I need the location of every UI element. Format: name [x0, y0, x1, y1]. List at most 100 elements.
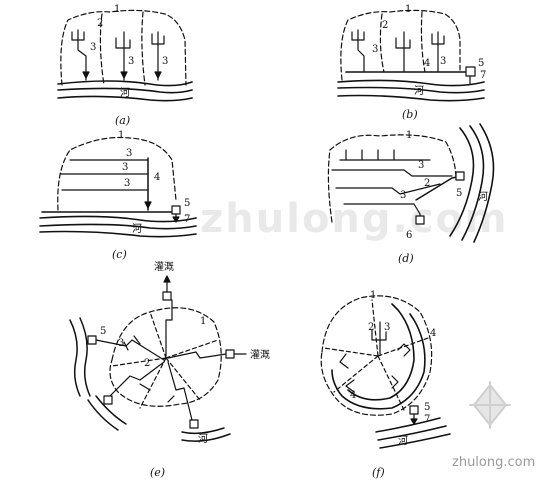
- sewer-branch: [151, 31, 165, 81]
- sewer-branch: [431, 31, 445, 73]
- panel-d: 河 1 3 3 2 5 6 (d): [327, 123, 495, 265]
- flow-arrow: [144, 201, 152, 209]
- sewer-branch: [71, 29, 90, 81]
- number-label: 2: [144, 358, 150, 369]
- catchment-boundary: [320, 295, 433, 416]
- number-label: 3: [128, 56, 134, 67]
- number-label: 5: [478, 58, 484, 69]
- river: [57, 80, 193, 102]
- treatment-plant: [455, 171, 465, 181]
- river-label: 河: [398, 435, 408, 447]
- number-label: 3: [440, 56, 446, 67]
- panel-f: 河 1 2 3 4 4 5 7 (f): [320, 290, 451, 479]
- river-label: 河: [198, 433, 208, 445]
- catchment-boundary: [109, 307, 222, 407]
- number-label: 5: [184, 198, 190, 209]
- radial-sewer: [103, 361, 165, 405]
- number-label: 3: [124, 178, 130, 189]
- divide-line: [111, 311, 219, 409]
- number-label: 2: [97, 18, 103, 29]
- number-label: 1: [405, 4, 411, 15]
- number-label: 3: [162, 56, 168, 67]
- number-label: 3: [126, 148, 132, 159]
- pump-station: [415, 215, 425, 225]
- number-label: 4: [154, 172, 160, 183]
- river-label: 河: [120, 87, 130, 99]
- number-label: 2: [368, 322, 374, 333]
- river: [375, 417, 451, 449]
- trunk-sewer: [335, 183, 441, 195]
- panel-e: 河 灌溉 灌溉 1 2 3 5 (e): [69, 260, 270, 479]
- number-label: 1: [118, 130, 124, 141]
- sewer-branch: [115, 31, 131, 81]
- panel-caption: (b): [402, 108, 418, 121]
- number-label: 7: [184, 214, 190, 225]
- irrigation-label: 灌溉: [250, 348, 270, 361]
- panel-caption: (f): [372, 466, 385, 479]
- divide-line: [99, 13, 105, 86]
- divide-line: [420, 11, 426, 73]
- number-label: 4: [430, 328, 436, 339]
- catchment-boundary: [60, 9, 187, 86]
- number-label: 1: [370, 290, 376, 301]
- river-label: 河: [414, 85, 424, 97]
- number-label: 1: [406, 130, 412, 141]
- catchment-boundary: [340, 9, 461, 81]
- treatment-plant: [465, 66, 476, 77]
- radial-sewer: [167, 349, 247, 359]
- river-label: 河: [132, 223, 142, 235]
- radial-sewer: [162, 275, 173, 357]
- ring-interceptor: [347, 303, 415, 401]
- number-label: 7: [480, 70, 486, 81]
- panel-caption: (e): [150, 466, 165, 479]
- sewer-branch: [351, 29, 365, 73]
- number-label: 1: [200, 316, 206, 327]
- number-label: 5: [100, 326, 106, 337]
- divide-line: [379, 13, 385, 73]
- divide-line: [323, 299, 429, 411]
- sewer-branch: [339, 321, 411, 393]
- number-label: 3: [372, 44, 378, 55]
- number-label: 1: [114, 4, 120, 15]
- panel-caption: (a): [115, 114, 130, 127]
- panel-b: 河 1 2 3 3 4 5 7 (b): [337, 4, 486, 121]
- number-label: 7: [424, 414, 430, 425]
- number-label: 2: [424, 178, 430, 189]
- number-label: 4: [424, 58, 430, 69]
- river: [337, 79, 485, 102]
- number-label: 6: [406, 230, 412, 241]
- number-label: 5: [424, 402, 430, 413]
- watermark-corner-text: zhulong.com: [452, 455, 535, 470]
- watermark-text: zhulong.com: [200, 196, 509, 242]
- number-label: 3: [122, 162, 128, 173]
- treatment-plant: [171, 205, 181, 215]
- number-label: 5: [456, 188, 462, 199]
- number-label: 3: [118, 338, 124, 349]
- radial-sewer: [87, 335, 165, 361]
- number-label: 4: [350, 390, 356, 401]
- divide-line: [141, 11, 146, 86]
- number-label: 3: [418, 160, 424, 171]
- watermark-logo-icon: [469, 381, 511, 429]
- panel-caption: (c): [112, 248, 127, 261]
- panel-c: 河 1 3 3 3 4 5 7 (c): [39, 130, 197, 261]
- panel-caption: (d): [398, 252, 414, 265]
- irrigation-label: 灌溉: [154, 260, 174, 273]
- number-label: 3: [384, 322, 390, 333]
- sewer-branch: [395, 31, 411, 73]
- river: [449, 123, 495, 243]
- ring-interceptor: [331, 313, 426, 410]
- number-label: 2: [382, 20, 388, 31]
- sewer-branch: [339, 149, 431, 161]
- river: [39, 215, 197, 238]
- catchment-boundary: [327, 134, 457, 223]
- number-label: 3: [400, 190, 406, 201]
- number-label: 3: [90, 42, 96, 53]
- trunk-sewer: [331, 169, 453, 177]
- river-label: 河: [478, 191, 488, 203]
- river: [69, 317, 231, 442]
- panel-a: 河 1 2 3 3 3 (a): [57, 4, 193, 127]
- treatment-plant: [409, 405, 419, 415]
